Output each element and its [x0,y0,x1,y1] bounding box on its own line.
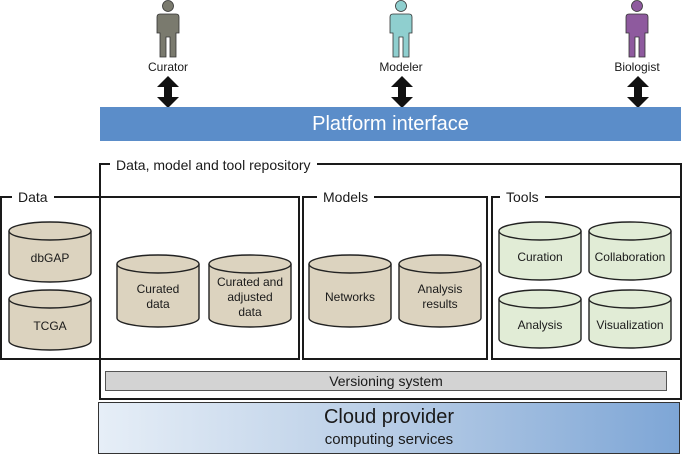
tools-frame [491,196,682,360]
cloud-provider-box: Cloud provider computing services [98,402,680,454]
visualization-label: Visualization [596,317,664,332]
model-cylinder-analysis-results: Analysis results [398,254,482,328]
networks-label: Networks [324,289,375,304]
curation-label: Curation [517,249,563,264]
biologist-figure: Biologist [607,0,667,74]
versioning-system-bar: Versioning system [105,371,667,391]
curated-adjusted-data-label: Curated and adjusted data [216,274,284,319]
modeler-label: Modeler [379,60,423,74]
analysis-results-label: Analysis results [417,282,463,311]
tool-cylinder-collaboration: Collaboration [588,221,672,281]
curator-person-icon [156,0,180,58]
tcga-label: TCGA [33,318,67,333]
modeler-double-arrow-icon [391,76,413,108]
modeler-figure: Modeler [371,0,431,74]
data-cylinder-curated-adjusted: Curated and adjusted data [208,254,292,328]
collaboration-label: Collaboration [594,249,666,264]
tools-section-label: Tools [500,189,545,205]
biologist-person-icon [625,0,649,58]
data-cylinder-curated: Curated data [116,254,200,328]
cloud-provider-subtitle: computing services [324,431,454,448]
tool-cylinder-curation: Curation [498,221,582,281]
tool-cylinder-analysis: Analysis [498,289,582,349]
models-frame [302,196,488,360]
analysis-label: Analysis [517,317,563,332]
data-frame [0,196,300,360]
dbgap-label: dbGAP [30,250,70,265]
data-cylinder-dbgap: dbGAP [8,221,92,283]
curator-figure: Curator [138,0,198,74]
modeler-person-icon [389,0,413,58]
cloud-provider-title: Cloud provider [323,406,455,428]
curator-label: Curator [147,60,188,74]
curator-double-arrow-icon [157,76,179,108]
biologist-double-arrow-icon [627,76,649,108]
curated-data-label: Curated data [136,282,180,311]
data-section-label: Data [12,189,54,205]
repository-label: Data, model and tool repository [110,157,317,173]
biologist-label: Biologist [614,60,660,74]
tool-cylinder-visualization: Visualization [588,289,672,349]
model-cylinder-networks: Networks [308,254,392,328]
data-cylinder-tcga: TCGA [8,289,92,351]
platform-interface-bar: Platform interface [100,107,681,141]
models-section-label: Models [317,189,375,205]
